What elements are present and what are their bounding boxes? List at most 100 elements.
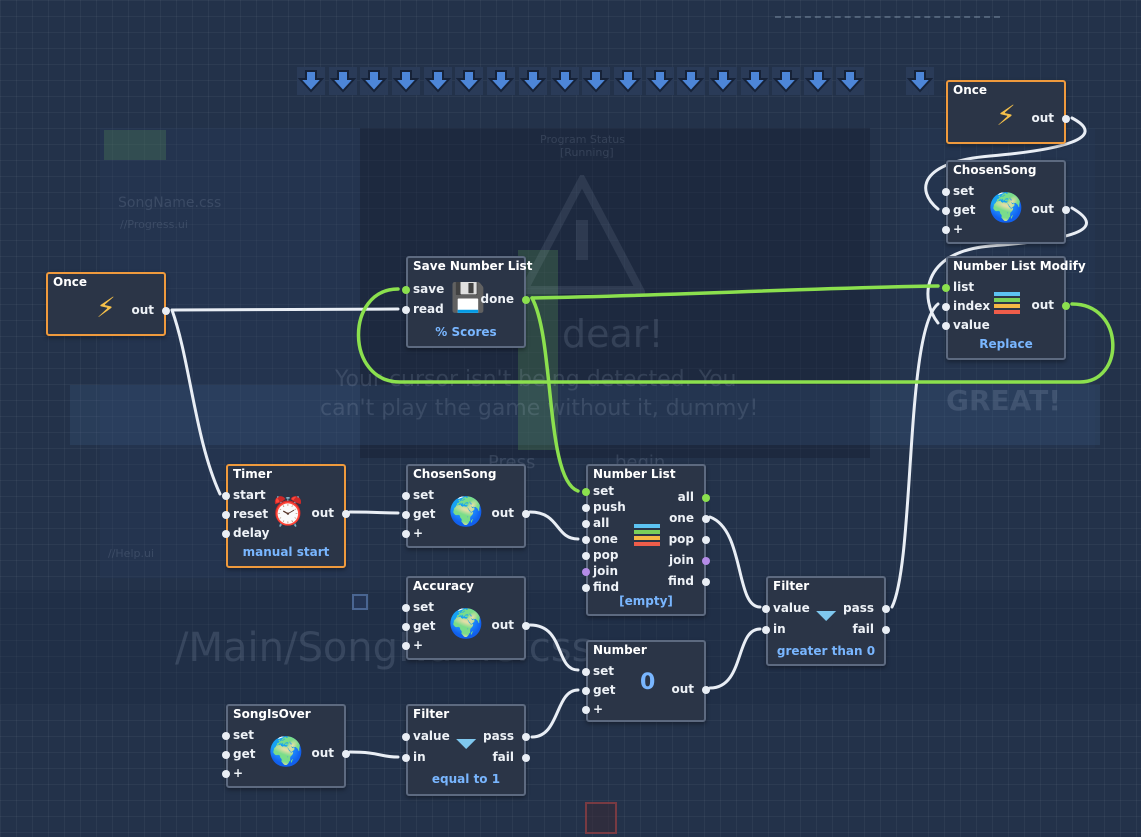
port-save[interactable] bbox=[402, 286, 410, 294]
port-fail[interactable] bbox=[882, 626, 890, 634]
port-plus-label: + bbox=[413, 638, 424, 652]
port-get[interactable] bbox=[222, 751, 230, 759]
wire-songisover-to-filter-value bbox=[348, 750, 400, 759]
port-set[interactable] bbox=[222, 732, 230, 740]
port-out[interactable] bbox=[162, 307, 170, 315]
node-subtitle: greater than 0 bbox=[776, 644, 876, 658]
port-value[interactable] bbox=[942, 322, 950, 330]
port-push[interactable] bbox=[582, 504, 590, 512]
arrow-down-icon bbox=[486, 66, 516, 96]
stacked-list-icon bbox=[634, 524, 660, 546]
funnel-icon: ⏷ bbox=[454, 727, 478, 760]
port-out[interactable] bbox=[1062, 115, 1070, 123]
port-out[interactable] bbox=[1062, 206, 1070, 214]
number-list-modify-node[interactable]: Number List Modify list index value out … bbox=[942, 256, 1086, 360]
chosen-song-node-top[interactable]: ChosenSong set get + 🌍 out bbox=[942, 160, 1070, 244]
port-plus[interactable] bbox=[402, 530, 410, 538]
wire-accuracy-to-number-set bbox=[528, 623, 580, 672]
port-find-in[interactable] bbox=[582, 584, 590, 592]
chosen-song-node-mid[interactable]: ChosenSong set get + 🌍 out bbox=[402, 464, 530, 548]
port-in-label: in bbox=[413, 750, 426, 764]
port-set[interactable] bbox=[582, 668, 590, 676]
timer-node[interactable]: Timer start reset delay ⏰ out manual sta… bbox=[222, 464, 350, 568]
accuracy-node[interactable]: Accuracy set get + 🌍 out bbox=[402, 576, 530, 660]
node-title: Filter bbox=[413, 707, 450, 721]
port-set-label: set bbox=[413, 488, 435, 502]
port-out-label: out bbox=[491, 506, 514, 520]
port-index[interactable] bbox=[942, 303, 950, 311]
port-out[interactable] bbox=[522, 510, 530, 518]
port-all-out-label: all bbox=[677, 490, 694, 504]
port-plus[interactable] bbox=[402, 642, 410, 650]
port-out[interactable] bbox=[342, 750, 350, 758]
port-get[interactable] bbox=[402, 511, 410, 519]
port-one-out[interactable] bbox=[702, 515, 710, 523]
port-set[interactable] bbox=[942, 188, 950, 196]
port-join-out-label: join bbox=[668, 553, 694, 567]
port-set[interactable] bbox=[402, 604, 410, 612]
filter-node-equal[interactable]: Filter value in ⏷ pass fail equal to 1 bbox=[402, 704, 530, 796]
node-title: Timer bbox=[233, 467, 272, 481]
arrow-down-icon bbox=[423, 66, 453, 96]
port-reset[interactable] bbox=[222, 511, 230, 519]
port-set-label: set bbox=[593, 664, 615, 678]
port-join-out[interactable] bbox=[702, 557, 710, 565]
arrow-down-icon bbox=[296, 66, 326, 96]
port-pop-out-label: pop bbox=[668, 532, 694, 546]
port-pop-out[interactable] bbox=[702, 536, 710, 544]
node-subtitle: manual start bbox=[242, 545, 330, 559]
port-set-label: set bbox=[593, 484, 615, 498]
port-get-label: get bbox=[953, 203, 976, 217]
port-set[interactable] bbox=[402, 492, 410, 500]
song-is-over-node[interactable]: SongIsOver set get + 🌍 out bbox=[222, 704, 350, 788]
lightning-icon: ⚡ bbox=[96, 291, 116, 324]
port-delay[interactable] bbox=[222, 530, 230, 538]
port-pop-in[interactable] bbox=[582, 552, 590, 560]
port-plus[interactable] bbox=[942, 226, 950, 234]
port-set[interactable] bbox=[582, 488, 590, 496]
port-get-label: get bbox=[413, 507, 436, 521]
arrow-down-icon bbox=[803, 66, 833, 96]
port-in[interactable] bbox=[762, 626, 770, 634]
port-find-out[interactable] bbox=[702, 578, 710, 586]
number-node[interactable]: Number set get + 0 out bbox=[582, 640, 710, 722]
port-value[interactable] bbox=[402, 733, 410, 741]
port-pass[interactable] bbox=[882, 605, 890, 613]
port-get[interactable] bbox=[942, 207, 950, 215]
once-node-left[interactable]: Once ⚡ out bbox=[46, 272, 170, 336]
port-all-out[interactable] bbox=[702, 494, 710, 502]
port-plus[interactable] bbox=[222, 770, 230, 778]
arrow-down-icon bbox=[359, 66, 389, 96]
port-plus-label: + bbox=[593, 702, 604, 716]
port-list[interactable] bbox=[942, 284, 950, 292]
port-fail[interactable] bbox=[522, 754, 530, 762]
port-value[interactable] bbox=[762, 605, 770, 613]
port-one-in[interactable] bbox=[582, 536, 590, 544]
filter-node-greater[interactable]: Filter value in ⏷ pass fail greater than… bbox=[762, 576, 890, 666]
port-start[interactable] bbox=[222, 492, 230, 500]
port-all-in[interactable] bbox=[582, 520, 590, 528]
port-out-label: out bbox=[1031, 298, 1054, 312]
port-join-in[interactable] bbox=[582, 568, 590, 576]
port-get[interactable] bbox=[582, 687, 590, 695]
port-out[interactable] bbox=[702, 686, 710, 694]
wire-once-to-timer-start bbox=[170, 308, 222, 496]
port-in[interactable] bbox=[402, 754, 410, 762]
number-list-node[interactable]: Number List set push all one pop join fi… bbox=[582, 464, 710, 616]
port-out[interactable] bbox=[522, 622, 530, 630]
port-plus[interactable] bbox=[582, 706, 590, 714]
port-out[interactable] bbox=[342, 510, 350, 518]
floppy-disk-icon: 💾 bbox=[450, 281, 486, 314]
number-value: 0 bbox=[640, 670, 656, 695]
port-read[interactable] bbox=[402, 306, 410, 314]
port-done[interactable] bbox=[522, 296, 530, 304]
save-number-list-node[interactable]: Save Number List save read 💾 done % Scor… bbox=[402, 256, 532, 348]
port-get[interactable] bbox=[402, 623, 410, 631]
wire-chosensong-to-value bbox=[926, 206, 1088, 325]
arrow-down-icon bbox=[581, 66, 611, 96]
port-pass[interactable] bbox=[522, 733, 530, 741]
port-out[interactable] bbox=[1062, 302, 1070, 310]
port-done-label: done bbox=[480, 292, 514, 306]
alarm-clock-icon: ⏰ bbox=[270, 495, 306, 528]
once-node-right[interactable]: Once ⚡ out bbox=[946, 80, 1070, 144]
